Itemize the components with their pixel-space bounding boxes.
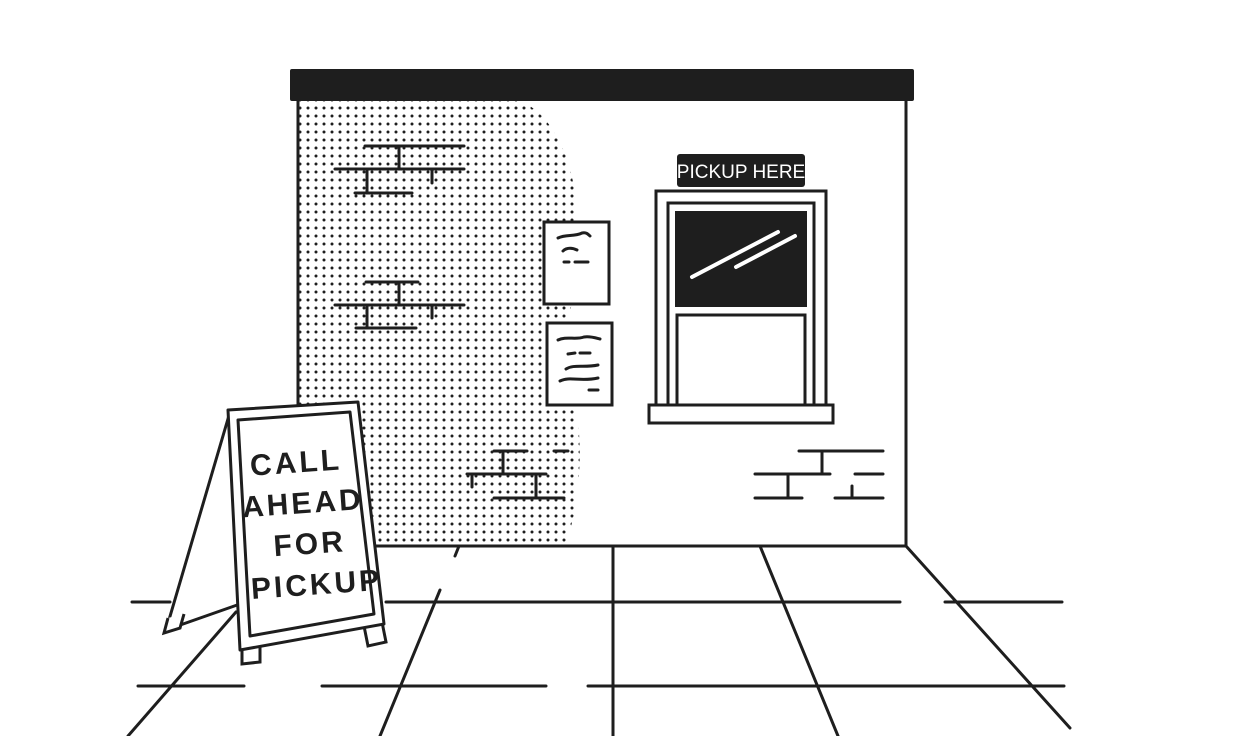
board-back-foot xyxy=(161,613,186,636)
halftone-shadow xyxy=(298,100,580,545)
brick-group xyxy=(465,449,570,500)
window-sill xyxy=(647,403,835,425)
floor-diagonal-line xyxy=(126,610,238,736)
sandwich-board-sign: CALL AHEAD FOR PICKUP xyxy=(161,400,388,666)
board-panel xyxy=(236,410,376,638)
pickup-window: PICKUP HERE xyxy=(647,154,835,425)
floor-diagonal-line xyxy=(453,544,461,558)
poster-top xyxy=(542,220,611,306)
glass-glare xyxy=(734,234,797,269)
brick-group xyxy=(753,449,885,500)
pickup-here-sign xyxy=(677,154,805,187)
pickup-here-label: PICKUP HERE xyxy=(677,162,805,183)
floor-tiles xyxy=(126,544,1072,736)
roof-awning xyxy=(290,69,914,101)
floor-diagonal-line xyxy=(904,544,1072,730)
building xyxy=(290,69,914,548)
floor-diagonal-line xyxy=(758,544,840,736)
glass-glare xyxy=(690,230,780,279)
window-lower-pane xyxy=(675,313,807,410)
board-line-1: CALL xyxy=(249,443,343,482)
poster-bottom xyxy=(545,321,614,407)
brick-group xyxy=(333,144,466,195)
brick-marks xyxy=(333,144,885,500)
window-upper-glass xyxy=(675,211,807,307)
brick-group xyxy=(333,280,466,330)
floor-diagonal-line xyxy=(378,588,442,736)
board-line-3: FOR xyxy=(272,525,346,563)
